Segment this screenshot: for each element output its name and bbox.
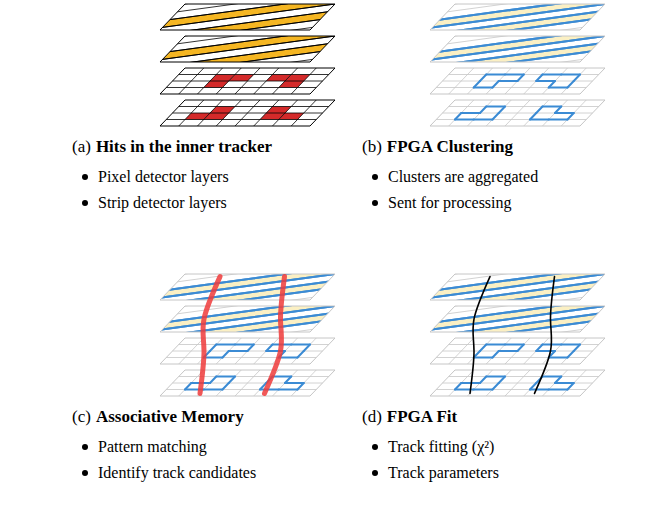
panel-text: (b) FPGA ClusteringClusters are aggregate… bbox=[362, 136, 632, 216]
strip-layer bbox=[98, 0, 400, 63]
bullet-list: Clusters are aggregatedSent for processi… bbox=[362, 164, 632, 216]
bullet-dot bbox=[82, 444, 88, 450]
strip-layer bbox=[368, 270, 649, 365]
strip-layer bbox=[368, 0, 649, 95]
bullet-dot bbox=[82, 174, 88, 180]
bullet-dot bbox=[372, 174, 378, 180]
panel-text: (d) FPGA FitTrack fitting (χ²)Track param… bbox=[362, 406, 632, 486]
bullet-dot bbox=[82, 200, 88, 206]
pixel-hit bbox=[279, 113, 304, 120]
pixel-layer bbox=[430, 338, 605, 364]
layer-stack bbox=[368, 238, 649, 396]
bullet-item: Track fitting (χ²) bbox=[362, 434, 632, 460]
pixel-hit bbox=[266, 107, 291, 114]
bullet-item: Track parameters bbox=[362, 460, 632, 486]
panel-caption: (b) FPGA Clustering bbox=[362, 136, 632, 158]
bullet-item: Sent for processing bbox=[362, 190, 632, 216]
bullet-text: Sent for processing bbox=[388, 190, 512, 216]
track-line bbox=[535, 277, 555, 394]
bullet-dot bbox=[82, 470, 88, 476]
bullet-text: Clusters are aggregated bbox=[388, 164, 538, 190]
bullet-text: Identify track candidates bbox=[98, 460, 256, 486]
bullet-item: Strip detector layers bbox=[72, 190, 342, 216]
panel-title: FPGA Clustering bbox=[387, 137, 513, 156]
bullet-dot bbox=[372, 200, 378, 206]
panel-letter: (b) bbox=[362, 137, 382, 156]
bullet-text: Track fitting (χ²) bbox=[388, 434, 494, 460]
pixel-layer bbox=[160, 100, 335, 126]
bullet-dot bbox=[372, 470, 378, 476]
pixel-hit bbox=[285, 75, 310, 82]
layer-stack bbox=[98, 0, 400, 126]
panel-title: Associative Memory bbox=[96, 407, 244, 426]
pixel-layer bbox=[160, 68, 335, 94]
bullet-list: Pixel detector layersStrip detector laye… bbox=[72, 164, 342, 216]
pixel-hit bbox=[204, 113, 229, 120]
bullet-list: Pattern matchingIdentify track candidate… bbox=[72, 434, 342, 486]
pixel-hit bbox=[204, 81, 229, 88]
bullet-item: Clusters are aggregated bbox=[362, 164, 632, 190]
pixel-hit bbox=[279, 81, 304, 88]
track-line bbox=[265, 277, 285, 394]
bullet-text: Pattern matching bbox=[98, 434, 207, 460]
panel-title: Hits in the inner tracker bbox=[96, 137, 272, 156]
pixel-layer bbox=[160, 370, 335, 396]
pixel-layer bbox=[160, 338, 335, 364]
strip-layer bbox=[368, 0, 649, 63]
bullet-item: Pattern matching bbox=[72, 434, 342, 460]
bullet-list: Track fitting (χ²)Track parameters bbox=[362, 434, 632, 486]
bullet-item: Identify track candidates bbox=[72, 460, 342, 486]
bullet-dot bbox=[372, 444, 378, 450]
bullet-text: Pixel detector layers bbox=[98, 164, 229, 190]
pixel-hit bbox=[210, 107, 235, 114]
panel-letter: (d) bbox=[362, 407, 382, 426]
panel-letter: (a) bbox=[72, 137, 91, 156]
layer-stack bbox=[368, 0, 649, 126]
pixel-layer bbox=[430, 68, 605, 94]
panel-caption: (c) Associative Memory bbox=[72, 406, 342, 428]
layer-stack bbox=[98, 238, 400, 396]
pixel-layer bbox=[430, 370, 605, 396]
panel-letter: (c) bbox=[72, 407, 91, 426]
bullet-text: Track parameters bbox=[388, 460, 499, 486]
panel-text: (c) Associative MemoryPattern matchingIde… bbox=[72, 406, 342, 486]
track-line bbox=[470, 277, 490, 394]
panel-title: FPGA Fit bbox=[387, 407, 457, 426]
bullet-text: Strip detector layers bbox=[98, 190, 227, 216]
strip-layer bbox=[98, 270, 400, 365]
pixel-layer bbox=[430, 100, 605, 126]
strip-layer bbox=[98, 0, 400, 95]
pixel-hit bbox=[229, 75, 254, 82]
panel-caption: (d) FPGA Fit bbox=[362, 406, 632, 428]
panel-text: (a) Hits in the inner trackerPixel detect… bbox=[72, 136, 342, 216]
bullet-item: Pixel detector layers bbox=[72, 164, 342, 190]
track-line bbox=[200, 277, 220, 394]
strip-layer bbox=[368, 238, 649, 333]
panel-caption: (a) Hits in the inner tracker bbox=[72, 136, 342, 158]
strip-layer bbox=[98, 238, 400, 333]
